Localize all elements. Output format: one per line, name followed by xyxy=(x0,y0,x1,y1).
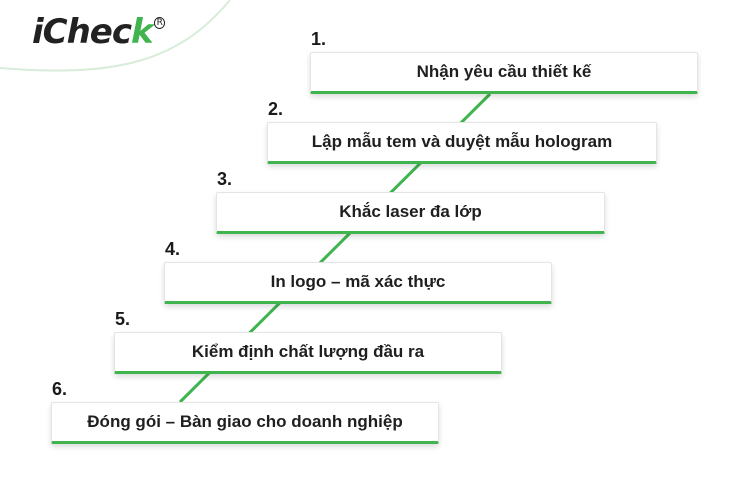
step-1-label: Nhận yêu cầu thiết kế xyxy=(416,62,592,81)
step-2-number: 2. xyxy=(268,99,284,119)
step-1-box: Nhận yêu cầu thiết kế xyxy=(310,52,698,94)
step-4-box: In logo – mã xác thực xyxy=(164,262,552,304)
step-5-label: Kiểm định chất lượng đầu ra xyxy=(191,342,425,361)
registered-mark: R xyxy=(153,17,165,29)
corner-decoration xyxy=(0,0,230,72)
step-6-box: Đóng gói – Bàn giao cho doanh nghiệp xyxy=(51,402,439,444)
step-3-box: Khắc laser đa lớp xyxy=(216,192,605,234)
step-1-number: 1. xyxy=(311,29,327,49)
step-3-number: 3. xyxy=(217,169,233,189)
step-4-label: In logo – mã xác thực xyxy=(270,272,446,291)
step-6-number: 6. xyxy=(52,379,68,399)
step-2-box: Lập mẫu tem và duyệt mẫu hologram xyxy=(267,122,657,164)
logo-text: iChec xyxy=(32,12,132,52)
step-4-number: 4. xyxy=(165,239,181,259)
step-2-label: Lập mẫu tem và duyệt mẫu hologram xyxy=(311,132,613,151)
logo-accent-letter: k xyxy=(131,12,154,52)
step-3-label: Khắc laser đa lớp xyxy=(339,202,482,221)
step-5-number: 5. xyxy=(115,309,131,329)
step-6-label: Đóng gói – Bàn giao cho doanh nghiệp xyxy=(87,412,403,431)
step-5-box: Kiểm định chất lượng đầu ra xyxy=(114,332,502,374)
